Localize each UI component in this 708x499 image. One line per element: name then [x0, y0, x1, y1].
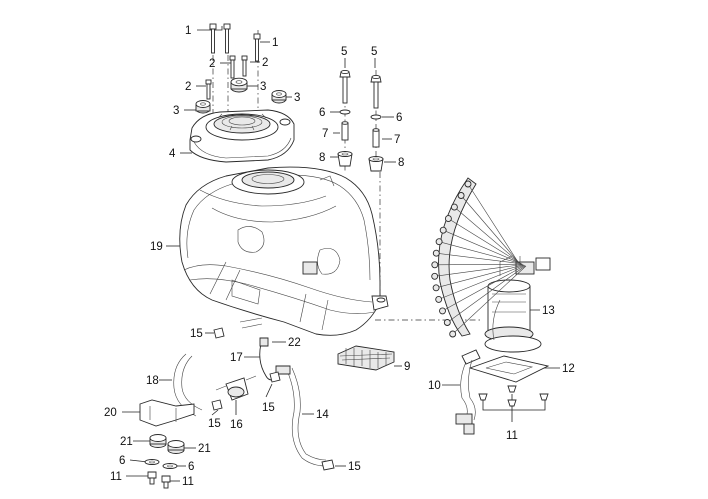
callout-11: 11	[506, 430, 518, 442]
harness-wire	[454, 206, 520, 263]
harness-wire	[442, 265, 525, 312]
callout-15: 15	[190, 328, 203, 340]
harness-wire	[439, 241, 522, 264]
callout-21: 21	[198, 443, 211, 455]
callout-10: 10	[428, 380, 441, 392]
harness-wire	[434, 264, 523, 277]
rubber-mounts-21	[149, 434, 185, 454]
harness-wire	[447, 265, 526, 323]
harness-connector	[439, 307, 446, 315]
callout-17: 17	[230, 352, 243, 364]
harness-wire	[438, 264, 525, 300]
filler-cap-plate-4	[189, 109, 295, 163]
callout-22: 22	[288, 337, 301, 349]
hoses	[173, 317, 327, 467]
outlet-hose-10	[455, 349, 481, 435]
harness-connector	[431, 272, 439, 280]
harness-wire	[436, 252, 522, 265]
valve-16	[215, 375, 257, 401]
callout-16: 16	[230, 419, 243, 431]
harness-connector	[432, 249, 440, 257]
harness-connector	[457, 192, 465, 199]
pump-gasket-12	[468, 355, 550, 383]
harness-wire	[467, 183, 519, 263]
harness-wire	[436, 264, 524, 289]
harness-wire	[434, 263, 523, 266]
harness-connector	[444, 215, 452, 223]
bolt-1b	[223, 23, 231, 54]
pump-wire-fan	[431, 177, 527, 338]
callout-20: 20	[104, 407, 117, 419]
bolts-top	[205, 23, 261, 100]
callout-9: 9	[404, 361, 410, 373]
bolt-2c	[205, 79, 212, 100]
bolt-1c	[253, 33, 261, 62]
callout-6: 6	[119, 455, 125, 467]
lower-bracket-20	[139, 399, 195, 427]
callout-8: 8	[319, 152, 325, 164]
fuel-tank-19	[179, 166, 389, 336]
callout-2: 2	[209, 58, 215, 70]
grommets-3	[195, 77, 287, 114]
callout-1: 1	[185, 25, 191, 37]
harness-wire	[452, 265, 527, 335]
canister-9	[337, 345, 395, 371]
callout-labels: 1 1 2 2 2 3 3 3 4 5 5 6 6 7 7 8 8 9 10 1…	[104, 25, 575, 488]
harness-connector	[449, 330, 457, 338]
callout-8: 8	[398, 157, 404, 169]
harness-connector	[432, 284, 440, 292]
callout-1: 1	[272, 37, 278, 49]
callout-7: 7	[394, 134, 400, 146]
grommet-3c	[271, 90, 287, 104]
callout-19: 19	[150, 241, 163, 253]
harness-connector	[435, 238, 443, 246]
callout-7: 7	[322, 128, 328, 140]
callout-11: 11	[110, 471, 122, 483]
callout-3: 3	[260, 81, 266, 93]
callout-3: 3	[173, 105, 179, 117]
callout-5: 5	[341, 46, 347, 58]
harness-wire	[460, 195, 519, 263]
callout-2: 2	[262, 57, 268, 69]
fuel-pump-13	[484, 255, 551, 353]
callout-3: 3	[294, 92, 300, 104]
harness-connector	[435, 295, 443, 303]
callout-15: 15	[348, 461, 361, 473]
harness-connector	[450, 203, 458, 211]
callout-6: 6	[396, 112, 402, 124]
callout-2: 2	[185, 81, 191, 93]
harness-connector	[464, 180, 472, 188]
callout-4: 4	[169, 148, 176, 160]
callout-6: 6	[319, 107, 325, 119]
callout-14: 14	[316, 409, 329, 421]
harness-connector	[431, 261, 439, 269]
callout-11: 11	[182, 476, 194, 488]
harness-wire	[443, 229, 521, 264]
callout-13: 13	[542, 305, 555, 317]
harness-connector	[443, 319, 451, 326]
callout-18: 18	[146, 375, 159, 387]
harness-wire	[448, 218, 520, 264]
callout-6: 6	[188, 461, 194, 473]
grommet-3b	[230, 77, 248, 93]
clamps-15	[211, 327, 335, 471]
mount-bolts-left	[337, 69, 353, 167]
harness-connector	[439, 226, 447, 234]
pump-screws-11	[478, 385, 549, 407]
bolt-2a	[229, 55, 236, 79]
callout-15: 15	[262, 402, 275, 414]
bolt-1a	[209, 23, 217, 54]
callout-21: 21	[120, 436, 133, 448]
bolt-2b	[241, 55, 248, 77]
bottom-bolts-11	[147, 471, 171, 489]
grommet-3a	[195, 100, 211, 114]
callout-5: 5	[371, 46, 377, 58]
callout-12: 12	[562, 363, 575, 375]
mount-bolts-right	[368, 74, 384, 172]
bottom-washers-6	[144, 459, 178, 469]
callout-15: 15	[208, 418, 221, 430]
